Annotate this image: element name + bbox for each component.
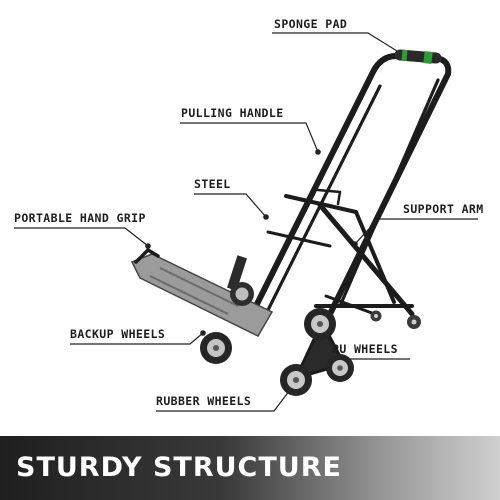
label-rubber-wheels: RUBBER WHEELS (156, 394, 252, 408)
leader-dot-steel (263, 214, 269, 220)
nose-plate (130, 247, 274, 337)
support-arm-left (317, 202, 415, 317)
label-portable-hand-grip: PORTABLE HAND GRIP (14, 211, 146, 225)
backup-wheels (200, 282, 254, 364)
sponge-pad (394, 49, 442, 64)
rubber-wheel-right-hub (337, 365, 343, 371)
handle-inner-rail-right (338, 78, 440, 308)
support-arm-right (354, 210, 396, 304)
leader-pulling-handle (180, 122, 319, 153)
support-arm-assembly (314, 202, 415, 318)
leader-dot-backup-wheels (200, 330, 206, 336)
title-banner (0, 436, 500, 500)
backup-wheel-front-hub (213, 345, 219, 351)
label-pulling-handle: PULLING HANDLE (181, 106, 284, 120)
portable-hand-grip-bar (134, 247, 160, 264)
frame-side-block (226, 255, 248, 291)
leader-sponge-pad (272, 32, 406, 57)
pu-wheel-top-hub (317, 321, 323, 327)
banner-title: STURDY STRUCTURE (16, 452, 342, 483)
leader-portable-hand-grip (14, 227, 149, 247)
rear-caster-wheels (370, 310, 421, 329)
leader-dot-portable-hand-grip (145, 243, 151, 249)
nose-plate-slot-2 (149, 275, 229, 315)
leader-steel (194, 193, 267, 218)
backup-wheel-rear-rim (235, 287, 249, 301)
frame-crossbar-mid (266, 230, 332, 248)
frame-side-bracket (316, 188, 342, 206)
label-sponge-pad: SPONGE PAD (274, 17, 348, 31)
label-support-arm: SUPPORT ARM (403, 202, 484, 216)
rubber-wheel-left-hub (293, 377, 299, 383)
tri-star-wheel-cluster (280, 308, 354, 396)
frame-crossbar-top (284, 194, 358, 214)
rear-caster-left-hub (374, 314, 378, 318)
handle-frame (226, 53, 452, 329)
nose-plate-body (130, 253, 274, 337)
sponge-pad-green-band-left (401, 49, 408, 61)
rear-caster-right-hub (411, 319, 417, 325)
handle-outer-rail (243, 53, 452, 329)
sponge-pad-green-band (423, 51, 433, 64)
label-backup-wheels: BACKUP WHEELS (70, 327, 166, 341)
nose-plate-slot-1 (159, 267, 239, 307)
leader-dot-pulling-handle (315, 149, 321, 155)
leader-backup-wheels (70, 332, 204, 345)
label-steel: STEEL (194, 177, 231, 191)
label-pu-wheels: PU WHEELS (332, 342, 398, 356)
